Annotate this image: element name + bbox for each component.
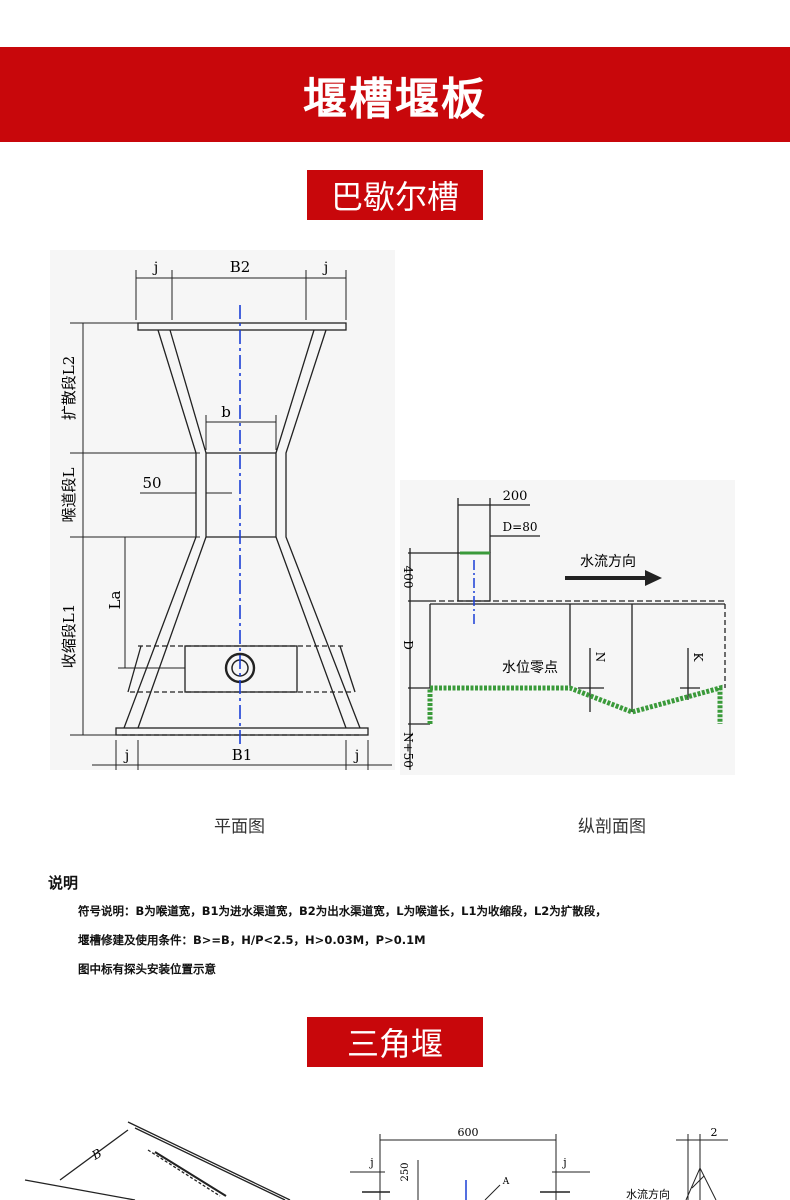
- plan-view: [115, 322, 369, 736]
- plan-label-b1: B1: [232, 746, 253, 764]
- plan-label-50: 50: [142, 474, 161, 492]
- page-title: 堰槽堰板: [303, 73, 487, 125]
- profile-label-d: D: [401, 640, 415, 650]
- plan-label-l: 喉道段L: [60, 467, 78, 522]
- notes-line: 图中标有探头安装位置示意: [78, 962, 216, 976]
- caption-profile: 纵剖面图: [578, 817, 646, 837]
- plan-label-j-bottom-left: j: [123, 748, 129, 764]
- profile-background: [400, 480, 735, 775]
- notes-heading: 说明: [48, 874, 79, 892]
- plan-background: [50, 250, 395, 770]
- profile-label-d80: D=80: [503, 520, 538, 534]
- flow-arrow-icon: [565, 570, 662, 586]
- notes-line: 符号说明：B为喉道宽，B1为进水渠道宽，B2为出水渠道宽，L为喉道长，L1为收缩…: [78, 904, 607, 918]
- plan-label-j-bottom-right: j: [353, 748, 359, 764]
- plan-dimensions: [70, 270, 392, 770]
- section-title-parshall: 巴歇尔槽: [307, 170, 483, 220]
- plan-label-l2: 扩散段L2: [60, 356, 78, 421]
- plan-label-b2: B2: [230, 258, 251, 276]
- profile-label-400: 400: [401, 566, 415, 589]
- profile-label-k: K: [691, 653, 705, 663]
- plan-label-la: La: [106, 590, 124, 609]
- notes-block: 说明 符号说明：B为喉道宽，B1为进水渠道宽，B2为出水渠道宽，L为喉道长，L1…: [48, 872, 748, 990]
- caption-plan: 平面图: [214, 817, 265, 837]
- plan-label-j-top-left: j: [152, 260, 158, 276]
- profile-label-200: 200: [503, 489, 528, 504]
- header-banner: 堰槽堰板: [0, 47, 790, 142]
- plan-label-l1: 收缩段L1: [60, 604, 78, 669]
- profile-label-zero: 水位零点: [502, 660, 558, 676]
- profile-water-bed: [427, 684, 723, 724]
- profile-label-n50: N+50: [401, 732, 415, 768]
- plan-label-j-top-right: j: [322, 260, 328, 276]
- section-title-v-notch: 三角堰: [307, 1017, 483, 1067]
- profile-label-n: N: [593, 652, 607, 663]
- notes-line: 堰槽修建及使用条件：B>=B，H/P<2.5，H>0.03M，P>0.1M: [78, 933, 426, 947]
- profile-view: [408, 498, 726, 770]
- profile-label-flow: 水流方向: [580, 554, 636, 570]
- plan-label-b: b: [221, 403, 231, 421]
